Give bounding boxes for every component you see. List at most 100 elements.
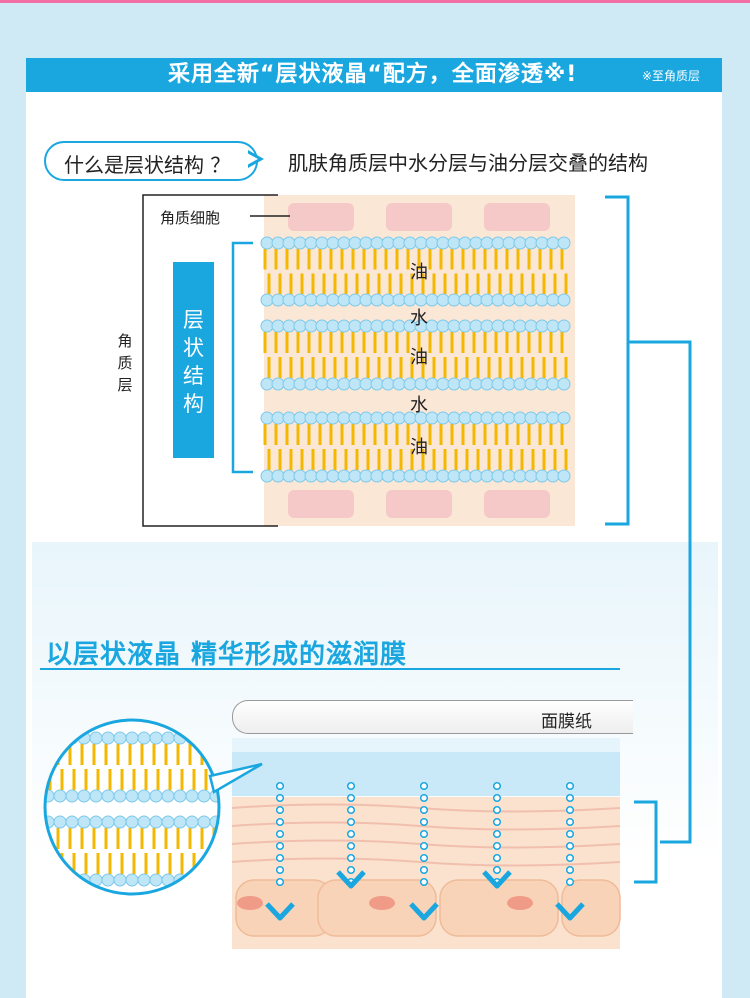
arrow-dot: [419, 877, 429, 887]
lipid-head: [282, 377, 296, 391]
lipid-head: [304, 236, 318, 250]
lipid-head: [370, 293, 384, 307]
lipid-head: [173, 815, 187, 829]
lipid-head: [209, 731, 219, 745]
lipid-head: [370, 411, 384, 425]
lipid-head: [546, 469, 560, 483]
arrow-head: [336, 870, 366, 889]
lipid-head: [447, 293, 461, 307]
lipid-head: [458, 293, 472, 307]
lipid-head: [304, 469, 318, 483]
lipid-head: [348, 319, 362, 333]
lipid-head: [469, 411, 483, 425]
arrow-dot: [565, 805, 575, 815]
lipid-head: [403, 469, 417, 483]
lipid-head: [370, 319, 384, 333]
lipid-head: [403, 236, 417, 250]
lipid-head: [149, 815, 163, 829]
lipid-head: [359, 293, 373, 307]
lipid-head: [535, 236, 549, 250]
lipid-head: [359, 377, 373, 391]
lipid-head: [480, 411, 494, 425]
lipid-head: [502, 293, 516, 307]
arrow-dot: [419, 781, 429, 791]
lipid-head: [282, 236, 296, 250]
bubble-tail-inner: [247, 153, 258, 165]
lipid-head: [557, 236, 571, 250]
lipid-head: [491, 293, 505, 307]
lipid-head: [535, 469, 549, 483]
lipid-head: [524, 411, 538, 425]
corneocyte: [386, 203, 452, 231]
lipid-head: [469, 377, 483, 391]
lipid-head: [282, 319, 296, 333]
lipid-head: [348, 236, 362, 250]
arrow-dot: [565, 793, 575, 803]
lipid-head: [491, 469, 505, 483]
lipid-head: [260, 319, 274, 333]
lipid-head: [436, 377, 450, 391]
lipid-head: [480, 469, 494, 483]
lipid-head: [513, 236, 527, 250]
lipid-head: [425, 469, 439, 483]
lipid-head: [381, 469, 395, 483]
lipid-head: [113, 789, 127, 803]
lipid-head: [77, 815, 91, 829]
lipid-head: [535, 377, 549, 391]
skin-stripe: [231, 803, 621, 813]
lipid-head: [185, 789, 199, 803]
lipid-head: [326, 236, 340, 250]
arrow-dot: [565, 817, 575, 827]
arrow-dot: [275, 865, 285, 875]
layer-water-1: 水: [410, 308, 428, 329]
lipid-head: [137, 731, 151, 745]
lipid-head: [209, 873, 219, 887]
lipid-head: [125, 731, 139, 745]
answer-text: 肌肤角质层中水分层与油分层交叠的结构: [288, 151, 648, 175]
lipid-head: [491, 236, 505, 250]
lipid-head: [381, 293, 395, 307]
lipid-head: [101, 789, 115, 803]
stratum-bracket: [142, 194, 278, 527]
skin-cell: [561, 879, 621, 937]
arrow-dot: [419, 841, 429, 851]
lipid-head: [392, 236, 406, 250]
arrow-dot: [565, 841, 575, 851]
lipid-head: [524, 319, 538, 333]
lipid-head: [425, 236, 439, 250]
lipid-head: [282, 469, 296, 483]
lipid-head: [348, 377, 362, 391]
lipid-head: [101, 873, 115, 887]
lipid-head: [161, 789, 175, 803]
arrow-head: [482, 870, 512, 889]
lipid-head: [137, 873, 151, 887]
lipid-head: [326, 469, 340, 483]
lipid-head: [436, 319, 450, 333]
banner-footnote: ※至角质层: [641, 69, 700, 83]
lipid-head: [304, 411, 318, 425]
lipid-head: [197, 789, 211, 803]
lipid-head: [293, 411, 307, 425]
header-banner: 采用全新“层状液晶“配方，全面渗透※! ※至角质层: [26, 58, 722, 92]
arrow-dot: [565, 781, 575, 791]
lipid-head: [557, 377, 571, 391]
section2-underline: [40, 668, 620, 670]
cell-nucleus: [507, 896, 533, 910]
lipid-head: [315, 319, 329, 333]
lipid-head: [469, 293, 483, 307]
cell-nucleus: [237, 896, 263, 910]
arrow-dot: [492, 865, 502, 875]
lipid-head: [524, 293, 538, 307]
lipid-head: [293, 377, 307, 391]
lipid-head: [546, 319, 560, 333]
lipid-head: [271, 377, 285, 391]
lipid-head: [326, 319, 340, 333]
arrow-head: [555, 902, 585, 921]
lipid-head: [161, 731, 175, 745]
right-bracket: [605, 195, 630, 526]
lipid-head: [535, 293, 549, 307]
arrow-dot: [492, 781, 502, 791]
lipid-head: [447, 319, 461, 333]
lipid-head: [337, 411, 351, 425]
arrow-dot: [419, 817, 429, 827]
